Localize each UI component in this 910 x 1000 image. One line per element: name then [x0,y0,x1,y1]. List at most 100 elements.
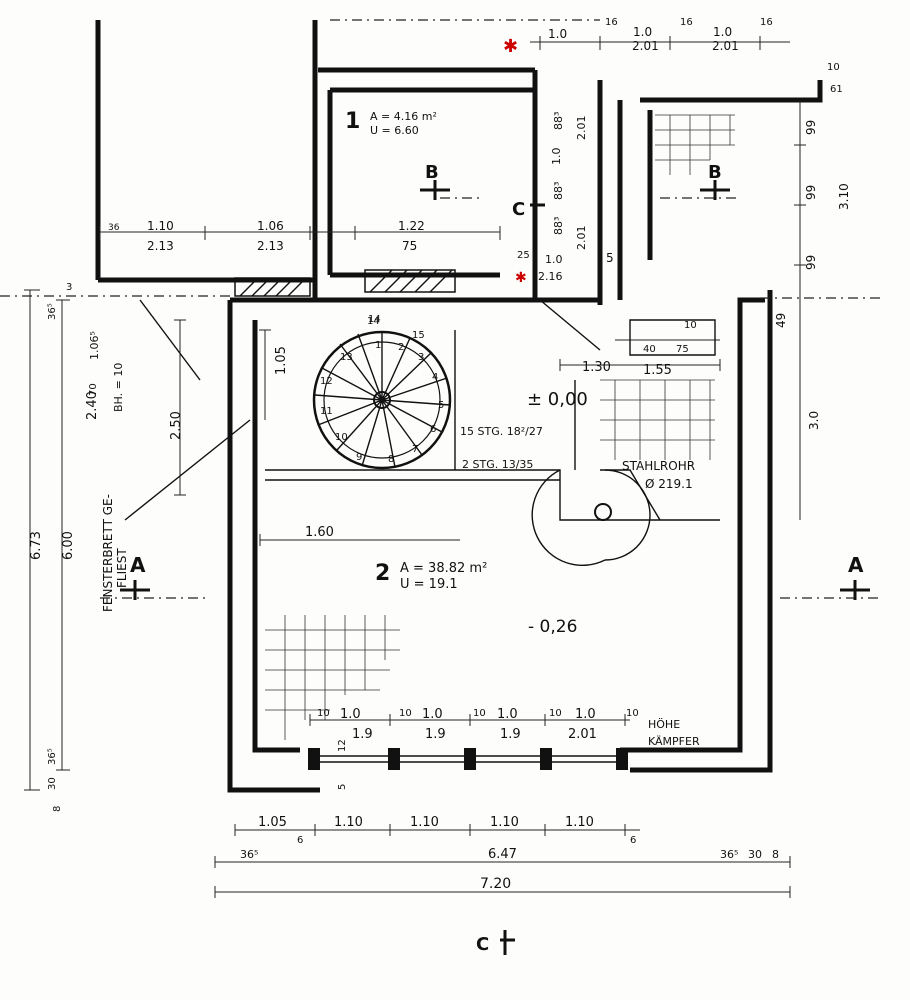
dim-text: 70 [88,383,99,396]
dim-text: 1.05 [274,346,289,375]
dim-text: 1.0 [550,148,563,166]
dim-text: 5 [337,784,348,790]
dim-text: 1.0 [575,707,596,722]
step-number: 8 [388,454,394,465]
dim-text: 1.0 [422,707,443,722]
steps-label: 2 STG. 13/35 [462,458,533,471]
step-number: 3 [418,352,424,363]
dim-text: 36 [108,223,120,233]
dim-text: 25 [517,250,530,261]
dim-text: 1.60 [305,525,334,540]
bottom-dimensions: 1.05 1.10 1.10 1.10 1.10 6 6 36⁵ 6.47 36… [240,815,779,892]
room2-perimeter: U = 19.1 [400,577,458,592]
dim-text: 1.0 [545,253,563,266]
dim-text: 2.01 [575,226,588,251]
step-number: 6 [430,424,436,435]
dim-text: 1.30 [582,360,611,375]
dim-text: 7.20 [480,876,511,892]
dim-text: 6 [297,835,303,846]
leader-line [124,419,251,521]
dim-text: 36⁵ [47,748,58,765]
leader-line-landing [539,299,601,351]
room2-area: A = 38.82 m² [400,561,487,576]
step-number: 4 [432,372,438,383]
dim-text: 1.0 [340,707,361,722]
bottom-windows [308,748,628,770]
tile-area-top-right [655,114,735,175]
red-mark-top: ✱ [503,36,518,57]
dim-text: 88³ [552,112,565,130]
steel-pipe-diameter: Ø 219.1 [645,477,693,491]
dim-text: 2.01 [568,727,597,742]
kaempfer-label: KÄMPFER [648,735,700,748]
section-markers [120,180,870,955]
dim-text: 75 [676,344,689,355]
stair-landing [265,319,720,567]
level-floor: ± 0,00 [527,389,588,410]
dim-text: 88³ [552,182,565,200]
top-dimensions: 1.10 2.13 1.06 2.13 1.22 75 36 [108,219,425,253]
dim-text: 2.13 [257,239,284,253]
step-number: 2 [398,342,404,353]
dim-text: 1.0 [497,707,518,722]
dim-text: 61 [830,84,843,95]
dim-text: 36⁵ [720,848,738,861]
level-lower: - 0,26 [528,617,577,637]
section-lines [0,19,880,599]
dim-text: 1.0 [548,27,567,41]
room1-area: A = 4.16 m² [370,110,437,123]
dim-text: 10 [473,708,486,719]
dim-text: 36⁵ [240,848,258,861]
step-number: 14 [367,316,380,327]
dim-text: 14 [368,314,381,325]
dim-text: 1.22 [398,219,425,233]
window-dimensions: 10 1.0 1.9 10 1.0 1.9 10 1.0 1.9 10 1.0 … [317,707,639,790]
step-number: 15 [412,330,425,341]
dim-text: 1.9 [425,727,446,742]
stair-step-numbers: 1 2 3 4 5 6 7 8 9 10 11 12 13 14 15 [320,316,444,465]
dim-text: 8 [52,806,63,812]
step-number: 9 [356,452,362,463]
step-number: 10 [335,432,348,443]
step-number: 11 [320,406,333,417]
dim-text: 1.9 [500,727,521,742]
dim-text: 1.06 [257,219,284,233]
section-a-right: A [848,553,864,577]
dim-text: 49 [774,313,788,328]
dim-text: 30 [47,777,58,790]
dim-text: 2.16 [538,270,563,283]
step-number: 5 [438,400,444,411]
walls [95,20,823,793]
dim-text: 10 [317,708,330,719]
step-number: 1 [375,340,381,351]
dim-text: 16 [760,17,773,28]
dim-text: 40 [643,344,656,355]
section-b-right: B [708,162,722,183]
dim-text: 3.10 [837,183,851,210]
room1-number: 1 [345,109,360,134]
section-b-left: B [425,162,439,183]
dim-text: 2.01 [575,116,588,141]
dim-text: 12 [337,739,348,752]
dim-text: 1.10 [490,815,519,830]
spiral-stair-label: 15 STG. 18²/27 [460,425,543,438]
dim-text: 1.10 [410,815,439,830]
step-number: 12 [320,376,333,387]
step-number: 7 [412,444,418,455]
inner-dimensions: 1.05 1.60 1.30 1.55 40 75 10 14 25 2.16 … [274,112,697,540]
dim-text: 99 [804,120,818,135]
window-sill-label-1: FENSTERBRETT GE- [101,494,115,612]
room2-number: 2 [375,561,390,586]
left-dimensions: 6.73 6.00 2.40 2.50 1.06⁵ 36⁵ 36⁵ 30 8 7… [29,282,184,812]
dim-text: 75 [402,239,417,253]
dim-text: 8 [772,848,779,861]
dim-text: 1.0 [633,25,652,39]
dim-text: 1.10 [334,815,363,830]
dim-text: 6 [630,835,636,846]
leader-line-pipe [600,469,661,521]
dim-text: 1.10 [565,815,594,830]
dim-text: 1.10 [147,219,174,233]
section-a-left: A [130,553,146,577]
tile-area-landing [600,379,715,460]
dim-text: 10 [626,708,639,719]
